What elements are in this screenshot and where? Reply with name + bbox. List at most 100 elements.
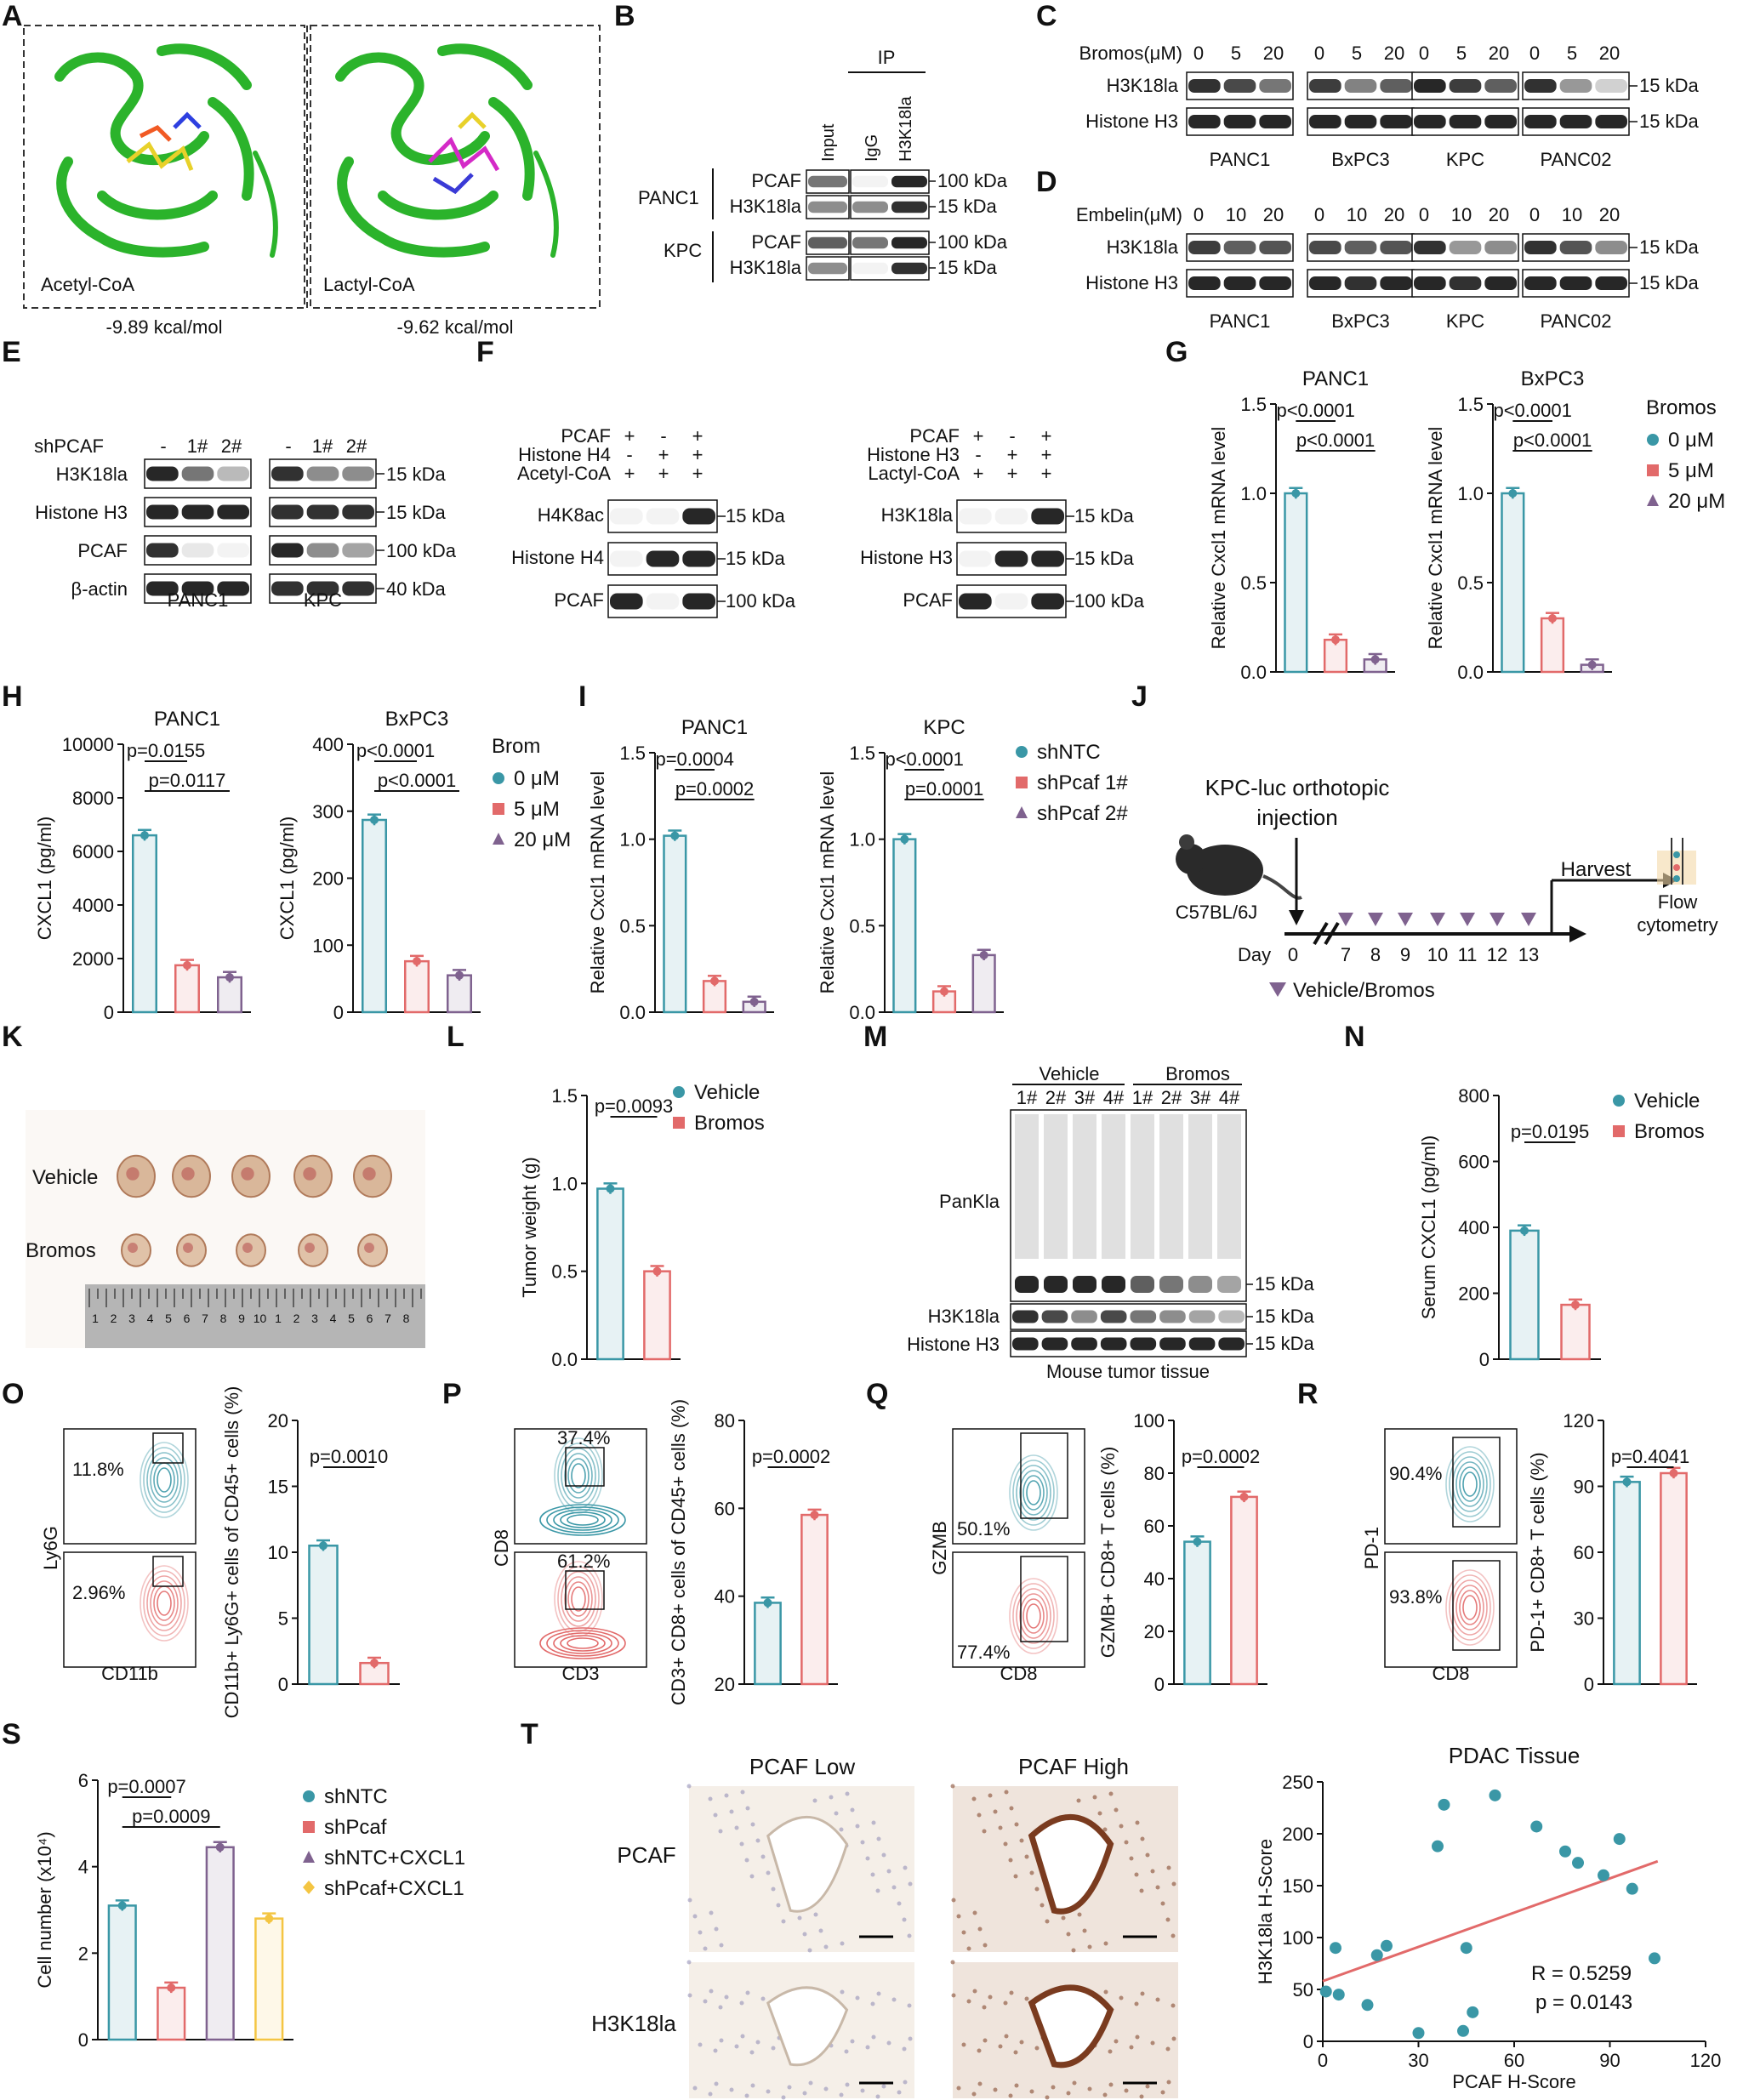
flow-y-label: CD8: [491, 1529, 512, 1567]
ihc-nucleus: [739, 2000, 744, 2006]
ruler-number: 8: [220, 1312, 227, 1325]
ihc-nucleus: [755, 2040, 760, 2045]
ihc-nucleus: [703, 1946, 708, 1951]
legend-label: 0 μM: [1668, 429, 1714, 452]
data-point: [319, 1541, 328, 1551]
j-flow-2: cytometry: [1637, 914, 1717, 936]
scatter-point: [1626, 1882, 1638, 1895]
blot-band: [342, 543, 374, 558]
blot-band: [1414, 276, 1446, 290]
blot-band: [852, 175, 888, 188]
cd-treat-label: Bromos(μM): [1079, 43, 1182, 64]
gate-box: [1452, 1437, 1501, 1528]
ihc-nucleus: [1029, 2089, 1034, 2094]
pankla-band: [1073, 1276, 1096, 1293]
blot-band: [1218, 1337, 1245, 1351]
y-tick-label: 1.0: [551, 1173, 578, 1194]
blot-band: [682, 550, 715, 567]
blot-band: [146, 581, 179, 596]
cd-row-label: H3K18la: [1107, 75, 1179, 96]
cd-dose: 20: [1384, 204, 1404, 225]
panel-label-r: R: [1297, 1378, 1319, 1410]
panel-label-h: H: [2, 680, 23, 713]
ihc-nucleus: [860, 1840, 865, 1845]
f-sign: +: [1007, 444, 1018, 465]
blot-band: [1259, 276, 1291, 290]
contour: [1016, 1465, 1051, 1521]
legend-label: 0 μM: [514, 767, 560, 790]
pankla-smear: [1131, 1114, 1154, 1259]
y-tick-label: 1.5: [849, 743, 875, 764]
ihc-nucleus: [724, 1995, 729, 2000]
j-day-number: 8: [1370, 944, 1381, 965]
y-tick-label: 200: [312, 868, 344, 890]
ihc-nucleus: [876, 1836, 881, 1841]
pankla-smear: [1102, 1114, 1125, 1259]
blot-band: [1223, 241, 1256, 254]
data-point: [763, 1598, 772, 1608]
p-value-annotation: p=0.0010: [310, 1446, 388, 1467]
ihc-nucleus: [1171, 1881, 1176, 1887]
ruler-number: 1: [275, 1312, 282, 1325]
ihc-nucleus: [709, 1910, 714, 1915]
tumor-spot: [241, 1167, 254, 1181]
pankla-smear: [1217, 1114, 1241, 1259]
pankla-smear: [1188, 1114, 1212, 1259]
ihc-nucleus: [865, 2045, 870, 2050]
gland: [1028, 1813, 1114, 1915]
t-row-pcaf: PCAF: [617, 1842, 675, 1868]
ihc-nucleus: [1103, 1989, 1108, 1995]
contour: [561, 1571, 596, 1627]
cd-dose: 20: [1263, 204, 1284, 225]
ihc-nucleus: [950, 1784, 955, 1789]
ihc-nucleus: [1165, 1917, 1171, 1922]
ihc-nucleus: [714, 2081, 719, 2086]
data-point: [183, 960, 191, 970]
ihc-nucleus: [740, 2034, 745, 2039]
contour: [140, 1442, 189, 1518]
regression-line: [1322, 1859, 1659, 1983]
f-size: 15 kDa: [1074, 548, 1134, 569]
p-value-annotation: p=0.0004: [655, 748, 733, 770]
j-day-number: 11: [1458, 944, 1478, 965]
flow-x-label: CD8: [1432, 1663, 1469, 1684]
blot-band: [1188, 79, 1221, 93]
ihc-nucleus: [1139, 1888, 1144, 1893]
scatter-point: [1572, 1857, 1584, 1870]
gland: [766, 1815, 849, 1913]
blot-band: [1449, 79, 1482, 93]
scatter-point: [1559, 1845, 1571, 1858]
f-sign: -: [975, 444, 981, 465]
contour: [1022, 1475, 1045, 1511]
cd-dose: 5: [1352, 43, 1362, 64]
ihc-nucleus: [1171, 2036, 1176, 2041]
bar: [663, 834, 687, 1014]
ihc-nucleus: [951, 1993, 956, 1998]
ihc-nucleus: [744, 1858, 749, 1863]
contour: [157, 1591, 172, 1616]
ihc-nucleus: [713, 1813, 718, 1818]
ihc-nucleus: [687, 1993, 692, 1998]
bar: [1540, 617, 1565, 674]
ihc-nucleus: [724, 1793, 729, 1798]
y-tick-label: 0.5: [619, 915, 646, 936]
contour: [1009, 1454, 1058, 1531]
ihc-pcaf-image: [686, 1784, 914, 1953]
bar: [308, 1545, 339, 1686]
blot-band: [891, 262, 927, 275]
y-axis-label: CD11b+ Ly6G+ cells of CD45+ cells (%): [221, 1386, 242, 1719]
ihc-nucleus: [760, 1996, 766, 2001]
contour: [1016, 1588, 1051, 1644]
m-row: Histone H3: [907, 1334, 1000, 1355]
f-sign: +: [692, 444, 703, 465]
tumor-spot: [362, 1167, 376, 1181]
ihc-nucleus: [802, 2091, 807, 2096]
blot-band: [1031, 550, 1064, 567]
ihc-nucleus: [961, 1930, 966, 1935]
